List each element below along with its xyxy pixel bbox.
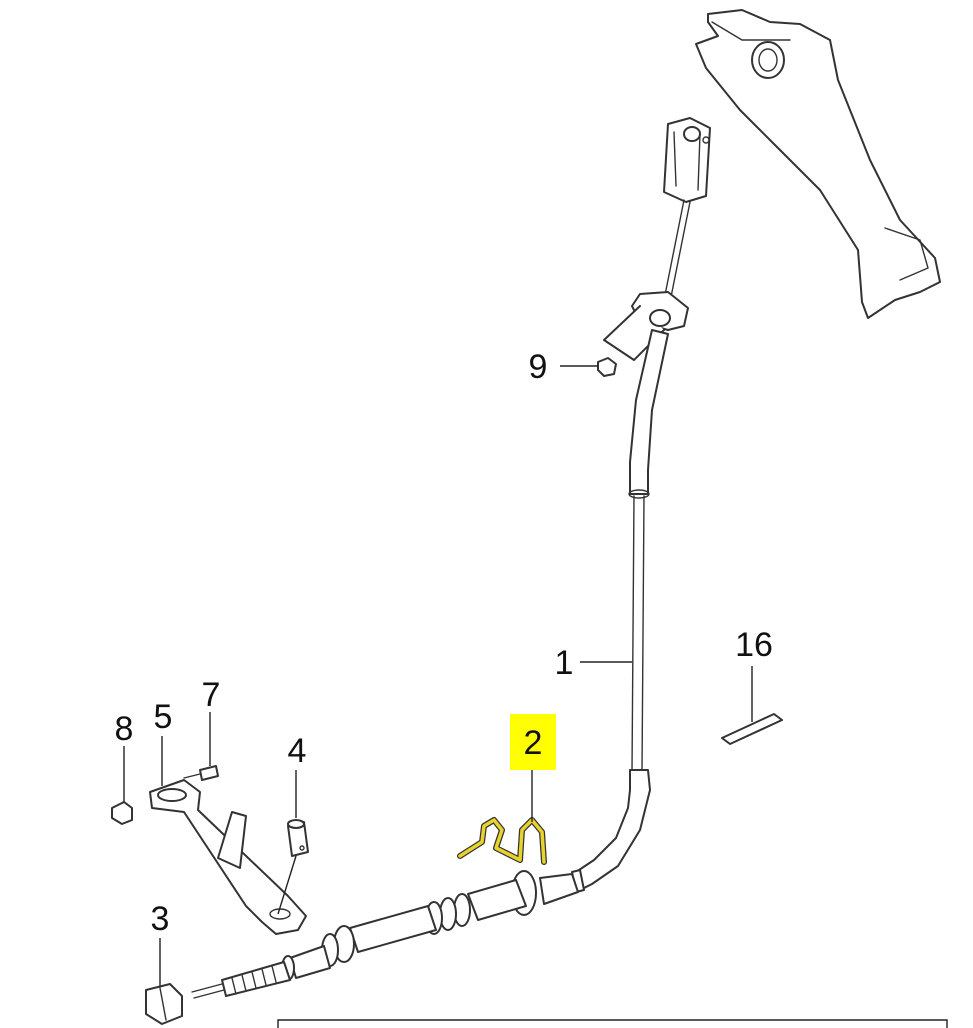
callout-7[interactable]: 7 [202, 676, 221, 714]
callout-1[interactable]: 1 [555, 644, 574, 682]
callout-4[interactable]: 4 [288, 732, 307, 770]
cable-upper-rod [663, 199, 691, 303]
clip-2[interactable] [457, 817, 547, 865]
leader-4b [277, 855, 297, 915]
callout-3[interactable]: 3 [151, 900, 170, 938]
callout-2[interactable]: 2 [524, 724, 543, 762]
cable-adjuster-body[interactable] [281, 869, 585, 981]
frame-border [277, 1019, 948, 1028]
nut-8[interactable] [111, 801, 133, 825]
pin-4[interactable] [287, 819, 309, 857]
slotted-key-16[interactable] [721, 713, 783, 745]
nut-9[interactable] [597, 357, 617, 377]
screw-7[interactable] [183, 765, 219, 781]
callout-2-highlight-box [510, 714, 556, 770]
callout-8[interactable]: 8 [115, 710, 134, 748]
cable-clevis[interactable] [663, 117, 711, 203]
cable-conduit [569, 329, 669, 893]
callout-9[interactable]: 9 [529, 348, 548, 386]
cable-bracket[interactable] [603, 291, 689, 361]
bracket-arm-5[interactable] [149, 779, 307, 935]
callout-5[interactable]: 5 [154, 698, 173, 736]
threaded-rod [191, 961, 291, 999]
hex-nut-3[interactable] [145, 983, 183, 1025]
callout-16[interactable]: 16 [735, 626, 773, 664]
pedal-lever[interactable] [695, 9, 941, 319]
clip-2-highlight [458, 818, 546, 864]
